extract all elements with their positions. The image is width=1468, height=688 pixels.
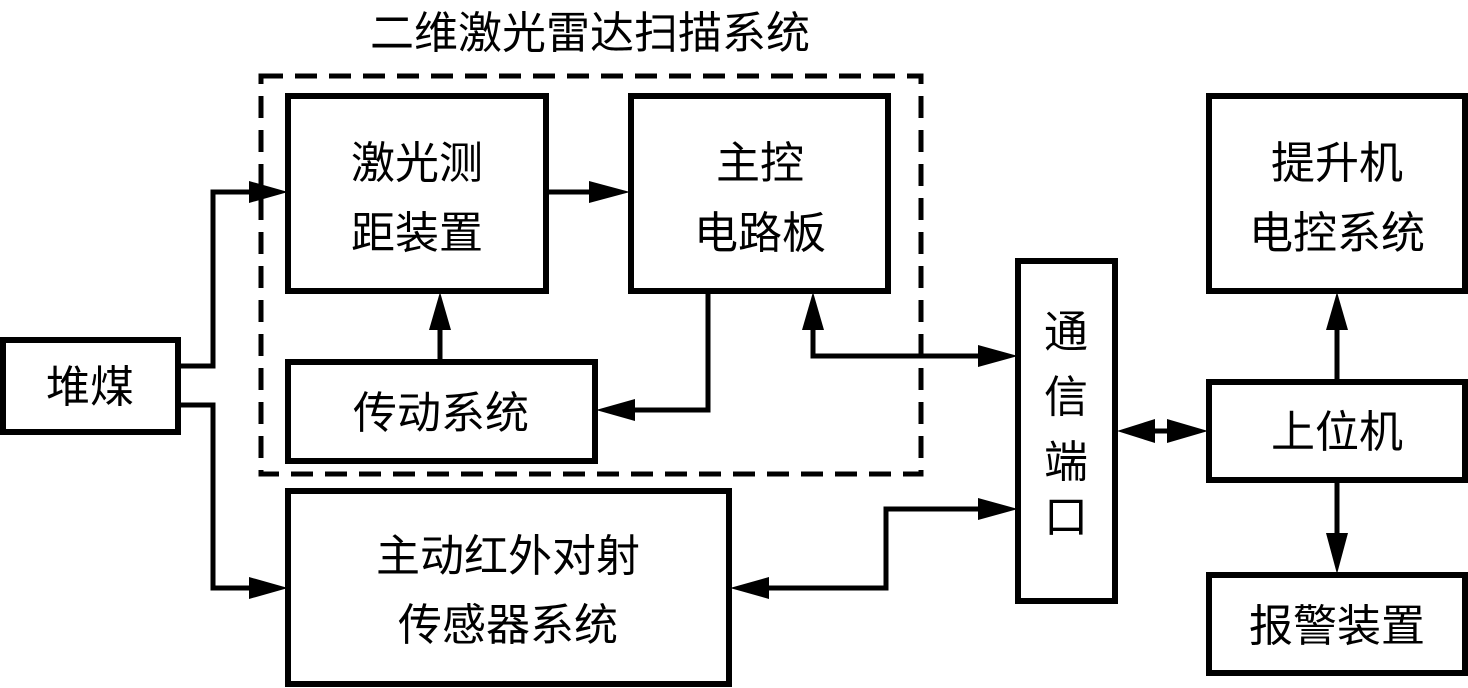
node-comm-port: 通 信 端 口 bbox=[1015, 258, 1118, 604]
node-label: 主动红外对射 bbox=[376, 531, 640, 582]
edge-coal-to-laser bbox=[178, 189, 262, 369]
arrowhead-icon bbox=[802, 292, 824, 330]
arrowhead-icon bbox=[1167, 419, 1208, 443]
edge-board-comm bbox=[810, 318, 992, 359]
node-label: 传感器系统 bbox=[398, 600, 618, 651]
arrowhead-icon bbox=[596, 399, 635, 421]
node-label: 上位机 bbox=[1271, 407, 1403, 458]
node-ir-sensor: 主动红外对射 传感器系统 bbox=[285, 488, 732, 687]
arrowhead-icon bbox=[978, 498, 1018, 520]
node-label: 电控系统 bbox=[1249, 208, 1425, 259]
node-label: 激光测 bbox=[351, 138, 483, 189]
edge-coal-to-ir bbox=[178, 402, 262, 591]
node-label: 端 bbox=[1044, 437, 1088, 488]
node-label: 传动系统 bbox=[353, 388, 529, 439]
node-transmission: 传动系统 bbox=[285, 359, 598, 464]
node-host-pc: 上位机 bbox=[1206, 379, 1468, 483]
arrowhead-icon bbox=[249, 577, 288, 599]
node-alarm: 报警装置 bbox=[1206, 572, 1468, 676]
arrowhead-icon bbox=[429, 292, 451, 330]
node-label: 通 bbox=[1044, 307, 1088, 358]
node-label: 堆煤 bbox=[46, 362, 134, 413]
node-label: 距装置 bbox=[351, 208, 483, 259]
edge-ir-comm bbox=[756, 506, 992, 591]
arrowhead-icon bbox=[589, 181, 630, 203]
node-laser-ranging: 激光测 距装置 bbox=[285, 93, 549, 294]
node-label: 报警装置 bbox=[1249, 601, 1425, 652]
arrowhead-icon bbox=[730, 577, 769, 599]
node-main-board: 主控 电路板 bbox=[628, 93, 891, 294]
node-coal-pile: 堆煤 bbox=[0, 337, 181, 435]
group-title: 二维激光雷达扫描系统 bbox=[370, 8, 810, 59]
arrowhead-icon bbox=[1326, 292, 1348, 330]
node-label: 信 bbox=[1044, 372, 1088, 423]
node-label: 电路板 bbox=[694, 208, 826, 259]
arrowhead-icon bbox=[1326, 533, 1348, 574]
arrowhead-icon bbox=[249, 181, 288, 203]
node-label: 口 bbox=[1044, 492, 1088, 543]
arrowhead-icon bbox=[1117, 419, 1155, 443]
node-label: 主控 bbox=[716, 138, 804, 189]
node-label: 提升机 bbox=[1271, 138, 1403, 189]
arrowhead-icon bbox=[978, 345, 1018, 367]
lidar-scanning-system-group bbox=[258, 73, 924, 477]
edge-board-to-transmission bbox=[622, 292, 711, 413]
node-hoist-control: 提升机 电控系统 bbox=[1206, 93, 1468, 294]
